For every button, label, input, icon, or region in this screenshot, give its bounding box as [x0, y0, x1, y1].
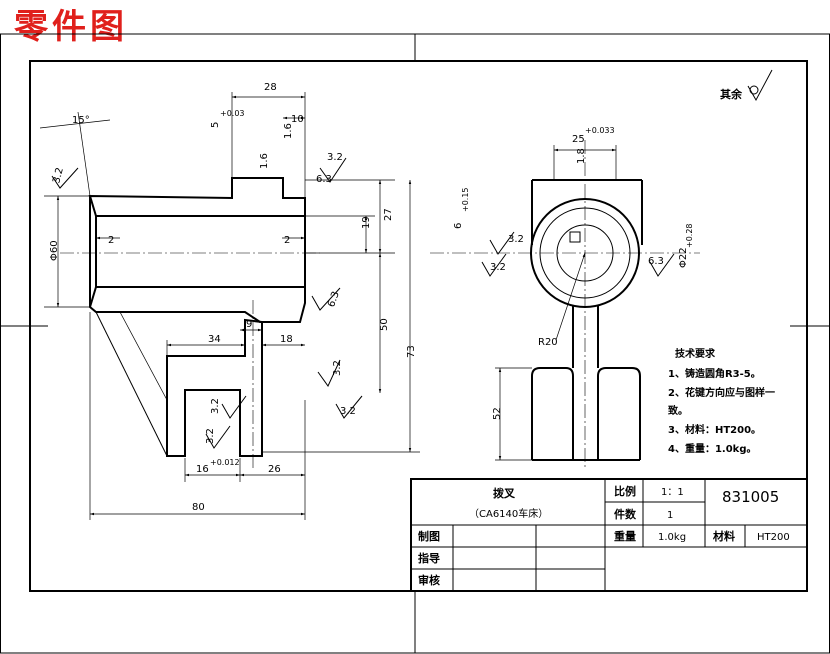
qty-value: 1	[667, 510, 673, 521]
material-value: HT200	[757, 532, 790, 543]
rough-3-2-h: 3.2	[490, 262, 506, 273]
review-label: 审核	[418, 573, 440, 587]
notes-item-4: 3、材料：HT200。	[668, 423, 761, 436]
rough-3-2-g: 3.2	[508, 234, 524, 245]
guide-label: 指导	[418, 551, 440, 565]
rough-6-3-c: 6.3	[648, 256, 664, 267]
dim-15deg: 15°	[72, 115, 90, 126]
dim-2-left: 2	[108, 235, 114, 246]
drawn-label: 制图	[418, 529, 440, 543]
dim-5: 5	[210, 122, 221, 128]
rough-3-2-b: 3.2	[51, 166, 66, 184]
rough-3-2-a: 3.2	[327, 152, 343, 163]
front-view-dimensions: 25 +0.033 1.8 6 +0.15 3.2 3.2 6.3 Φ22 +0…	[453, 126, 694, 461]
roughness-other-label: 其余	[720, 87, 743, 101]
dim-50: 50	[379, 318, 390, 331]
dim-16-sup: +0.012	[210, 458, 240, 467]
dim-27: 27	[383, 208, 394, 221]
dim-28: 28	[264, 82, 277, 93]
notes-item-2: 2、花键方向应与图样一	[668, 386, 775, 399]
rough-3-2-e: 3.2	[210, 398, 221, 414]
rough-3-2-d: 3.2	[340, 406, 356, 417]
dim-phi22-sup: +0.28	[685, 223, 694, 248]
dim-1-6-a: 1.6	[259, 153, 270, 169]
section-view	[60, 177, 320, 470]
dim-phi22: Φ22	[678, 247, 689, 268]
front-view	[430, 140, 700, 470]
dim-26: 26	[268, 464, 281, 475]
roughness-other-symbol: 其余	[720, 69, 773, 102]
sheet-border	[0, 33, 830, 654]
dim-6-sup: +0.15	[461, 187, 470, 212]
notes-item-3: 致。	[668, 404, 688, 417]
weight-value: 1.0kg	[658, 532, 686, 543]
dim-9: 9	[246, 319, 252, 330]
rough-6-3-a: 6.3	[316, 174, 332, 185]
dim-25: 25	[572, 134, 585, 145]
dim-25-sup: +0.033	[585, 126, 615, 135]
dim-10: 10	[291, 114, 304, 125]
dim-5-sup: +0.03	[220, 109, 245, 118]
scale-value: 1：1	[661, 487, 684, 498]
dim-19: 19	[361, 216, 372, 229]
scale-label: 比例	[614, 484, 636, 498]
rough-3-2-f: 3.2	[205, 428, 216, 444]
dim-80: 80	[192, 502, 205, 513]
dim-16: 16	[196, 464, 209, 475]
section-view-dimensions: 28 10 5 +0.03 15° 1.6 1.6 3.2 6.3 3.2 27…	[39, 82, 420, 520]
rough-3-2-c: 3.2	[332, 360, 343, 376]
dim-18: 18	[280, 334, 293, 345]
part-name: 拨叉	[493, 486, 516, 500]
technical-notes: 技术要求 1、铸造圆角R3-5。 2、花键方向应与图样一 致。 3、材料：HT2…	[668, 347, 775, 455]
page-title: 零件图	[14, 7, 128, 47]
dim-1-8: 1.8	[576, 148, 587, 164]
dim-34: 34	[208, 334, 221, 345]
dim-73: 73	[406, 345, 417, 358]
qty-label: 件数	[614, 507, 637, 521]
drawing-number: 831005	[722, 488, 779, 506]
weight-label: 重量	[614, 529, 636, 543]
rough-6-3-b: 6.3	[326, 290, 342, 309]
dim-r20: R20	[538, 337, 558, 348]
dim-52: 52	[492, 407, 503, 420]
dim-phi60: Φ60	[49, 240, 60, 261]
dim-6: 6	[453, 223, 464, 229]
dim-1-6-b: 1.6	[283, 123, 294, 139]
machine-name: （CA6140车床）	[469, 507, 548, 520]
notes-title: 技术要求	[675, 347, 716, 360]
title-block: 拨叉 （CA6140车床） 比例 1：1 件数 1 重量 1.0kg 材料 HT…	[410, 478, 808, 592]
notes-item-1: 1、铸造圆角R3-5。	[668, 367, 761, 380]
notes-item-5: 4、重量：1.0kg。	[668, 442, 756, 455]
material-label: 材料	[713, 529, 735, 543]
dim-2-right: 2	[284, 235, 290, 246]
